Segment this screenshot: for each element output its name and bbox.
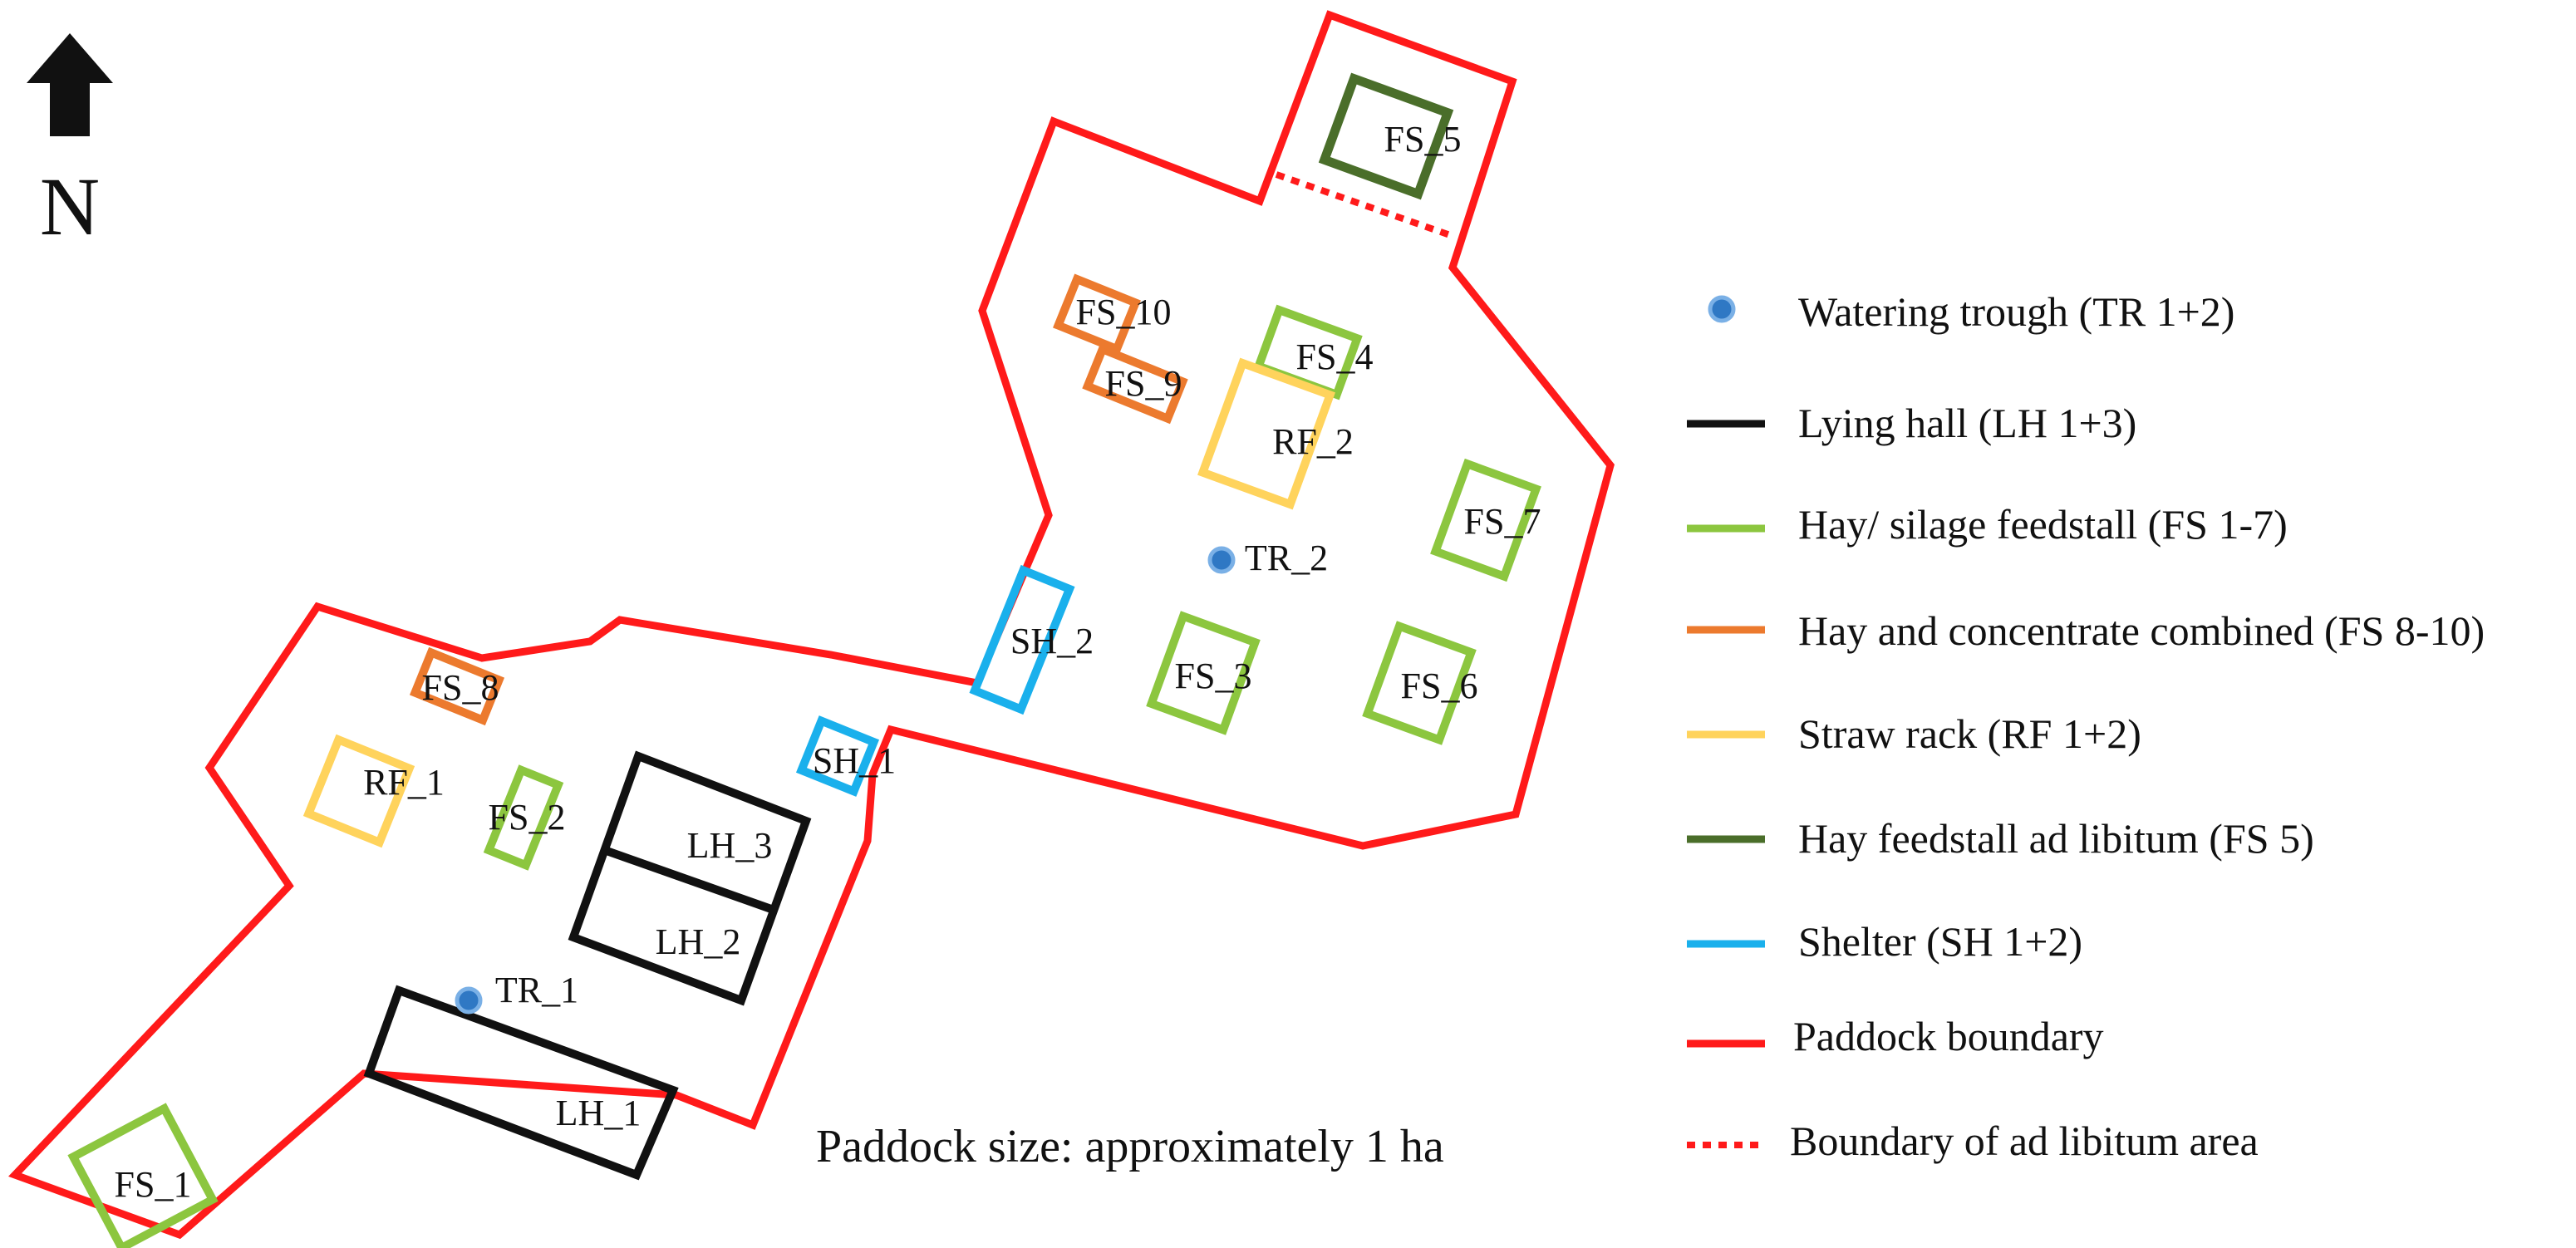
legend-item-shelter: Shelter (SH 1+2) <box>1687 918 2082 965</box>
label-fs9: FS_9 <box>1105 363 1182 404</box>
legend-label: Watering trough (TR 1+2) <box>1798 288 2234 335</box>
legend-label: Hay and concentrate combined (FS 8-10) <box>1798 607 2485 654</box>
feedstall-fs7 <box>1430 458 1541 582</box>
label-tr2: TR_2 <box>1245 538 1328 578</box>
legend-item-trough: Watering trough (TR 1+2) <box>1708 288 2234 335</box>
label-sh1: SH_1 <box>813 740 896 781</box>
legend-label: Hay feedstall ad libitum (FS 5) <box>1798 815 2314 862</box>
legend-label: Hay/ silage feedstall (FS 1-7) <box>1798 501 2288 548</box>
label-fs1: FS_1 <box>115 1164 192 1205</box>
feedstall-fs6 <box>1362 621 1477 745</box>
label-fs4: FS_4 <box>1296 337 1374 377</box>
feedstall-fs1 <box>67 1103 219 1248</box>
feedstall-fs8 <box>409 646 505 726</box>
shelter-sh1 <box>795 715 880 797</box>
label-fs5: FS_5 <box>1384 119 1462 160</box>
straw-rack-rf2 <box>1197 357 1335 510</box>
feedstall-fs3 <box>1146 611 1261 735</box>
legend-item-ad-libitum-boundary: Boundary of ad libitum area <box>1687 1118 2259 1164</box>
label-lh3: LH_3 <box>687 825 773 866</box>
feedstall-fs2 <box>483 764 564 871</box>
straw-rack-rf1 <box>302 734 415 848</box>
legend-label: Lying hall (LH 1+3) <box>1798 400 2136 446</box>
label-lh1: LH_1 <box>556 1093 642 1133</box>
feedstall-fs10 <box>1053 273 1141 355</box>
label-sh2: SH_2 <box>1010 621 1094 661</box>
feedstall-fs9 <box>1082 343 1188 425</box>
legend-label: Boundary of ad libitum area <box>1790 1118 2259 1164</box>
legend-item-boundary: Paddock boundary <box>1687 1013 2104 1059</box>
label-rf2: RF_2 <box>1272 421 1354 462</box>
shelter-sh2 <box>969 564 1075 715</box>
lying-hall-lh2-lh3 <box>568 750 812 1006</box>
legend-item-combined: Hay and concentrate combined (FS 8-10) <box>1687 607 2485 654</box>
legend: Watering trough (TR 1+2) Lying hall (LH … <box>1687 288 2485 1164</box>
watering-trough-tr2 <box>1207 546 1236 574</box>
legend-item-straw-rack: Straw rack (RF 1+2) <box>1687 710 2141 757</box>
north-label: N <box>40 160 100 253</box>
label-fs8: FS_8 <box>422 667 499 708</box>
legend-label: Shelter (SH 1+2) <box>1798 918 2082 965</box>
paddock-size-note: Paddock size: approximately 1 ha <box>816 1121 1444 1172</box>
label-tr1: TR_1 <box>495 970 578 1010</box>
map-labels: FS_1 FS_2 FS_3 FS_4 FS_5 FS_6 FS_7 FS_8 … <box>115 119 1541 1205</box>
legend-label: Straw rack (RF 1+2) <box>1798 710 2141 757</box>
label-fs7: FS_7 <box>1464 501 1541 542</box>
label-fs10: FS_10 <box>1076 292 1172 332</box>
label-fs2: FS_2 <box>489 797 566 838</box>
label-fs6: FS_6 <box>1401 666 1478 706</box>
watering-trough-tr1 <box>455 986 483 1015</box>
legend-item-ad-libitum: Hay feedstall ad libitum (FS 5) <box>1687 815 2314 862</box>
label-fs3: FS_3 <box>1175 656 1252 696</box>
legend-trough-icon <box>1708 295 1736 323</box>
paddock-boundary <box>8 10 1615 1240</box>
label-lh2: LH_2 <box>656 921 741 962</box>
feedstall-fs5 <box>1318 72 1454 200</box>
legend-item-lying-hall: Lying hall (LH 1+3) <box>1687 400 2136 446</box>
north-arrow-icon <box>27 33 113 136</box>
north-arrow: N <box>27 33 113 253</box>
legend-label: Paddock boundary <box>1793 1013 2104 1059</box>
lying-hall-lh1 <box>363 985 679 1181</box>
legend-item-feedstall: Hay/ silage feedstall (FS 1-7) <box>1687 501 2288 548</box>
label-rf1: RF_1 <box>363 762 445 803</box>
